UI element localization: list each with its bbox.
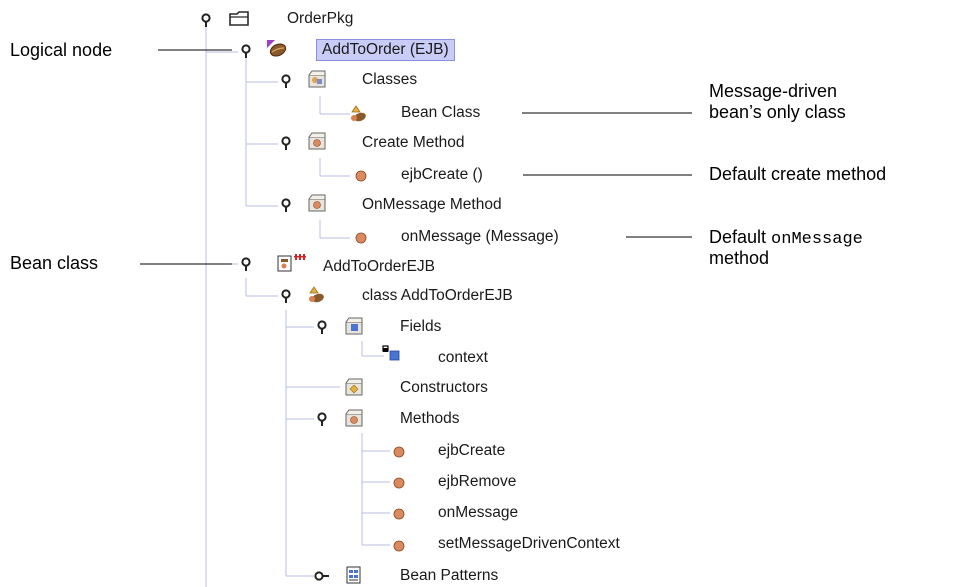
- callout-default-create: Default create method: [709, 164, 887, 184]
- tree-node-addtoorderejb[interactable]: AddToOrderEJB: [323, 258, 435, 275]
- callout-bean-class: Bean class: [10, 253, 99, 273]
- tree-node-class-addtoorderejb[interactable]: class AddToOrderEJB: [362, 287, 513, 304]
- collapse-toggle-icon[interactable]: [313, 569, 329, 583]
- method-folder-icon: [308, 194, 326, 212]
- expand-toggle-icon[interactable]: [279, 74, 293, 88]
- tree-node-bean-patterns[interactable]: Bean Patterns: [400, 567, 499, 584]
- method-dot-icon: [393, 446, 405, 458]
- method-dot-icon: [393, 477, 405, 489]
- callout-default-onmessage: Default onMessage: [709, 227, 863, 250]
- tree-node-fields[interactable]: Fields: [400, 318, 442, 335]
- method-dot-icon: [393, 508, 405, 520]
- java-source-icon: [277, 254, 306, 272]
- private-field-icon: [382, 345, 400, 361]
- method-folder-icon: [345, 409, 363, 427]
- method-dot-icon: [393, 540, 405, 552]
- tree-node-method-onmessage[interactable]: onMessage: [438, 504, 519, 521]
- tree-node-constructors[interactable]: Constructors: [400, 379, 488, 396]
- callout-mdb-line2: bean’s only class: [709, 102, 846, 122]
- fields-folder-icon: [345, 317, 363, 335]
- tree-node-create-method[interactable]: Create Method: [362, 134, 465, 151]
- method-folder-icon: [308, 132, 326, 150]
- expand-toggle-icon[interactable]: [239, 44, 253, 58]
- tree-node-method-setmessagedrivencontext[interactable]: setMessageDrivenContext: [438, 535, 620, 552]
- tree-node-orderpkg[interactable]: OrderPkg: [287, 10, 354, 27]
- tree-node-onmessage-default[interactable]: onMessage (Message): [401, 228, 559, 245]
- tree-node-onmessage-method[interactable]: OnMessage Method: [362, 196, 502, 213]
- tree-node-classes[interactable]: Classes: [362, 71, 418, 88]
- expand-toggle-icon[interactable]: [315, 412, 329, 426]
- bean-class-icon: [351, 105, 366, 122]
- callout-default-onmessage-prefix: Default: [709, 227, 772, 247]
- tree-node-context[interactable]: context: [438, 349, 488, 366]
- callout-default-onmessage-line2: method: [709, 248, 770, 268]
- expand-toggle-icon[interactable]: [239, 257, 253, 271]
- classes-folder-icon: [308, 70, 326, 88]
- expand-toggle-icon[interactable]: [279, 136, 293, 150]
- bean-class-icon: [309, 286, 324, 303]
- callout-logical-node: Logical node: [10, 40, 113, 60]
- callout-default-onmessage-code: onMessage: [771, 230, 863, 249]
- tree-node-ejbcreate-default[interactable]: ejbCreate (): [401, 166, 483, 183]
- expand-toggle-icon[interactable]: [199, 13, 213, 27]
- expand-toggle-icon[interactable]: [279, 289, 293, 303]
- tree-node-method-ejbcreate[interactable]: ejbCreate: [438, 442, 506, 459]
- tree-node-addtoorder-ejb[interactable]: AddToOrder (EJB): [316, 39, 455, 61]
- package-folder-icon: [229, 11, 249, 26]
- ejb-bean-icon: [267, 40, 287, 57]
- constructors-folder-icon: [345, 378, 363, 396]
- method-dot-icon: [355, 232, 367, 244]
- expand-toggle-icon[interactable]: [279, 198, 293, 212]
- method-dot-icon: [355, 170, 367, 182]
- callout-mdb-line1: Message-driven: [709, 81, 838, 101]
- expand-toggle-icon[interactable]: [315, 320, 329, 334]
- tree-node-methods[interactable]: Methods: [400, 410, 460, 427]
- tree-node-bean-class[interactable]: Bean Class: [401, 104, 481, 121]
- tree-node-method-ejbremove[interactable]: ejbRemove: [438, 473, 517, 490]
- bean-patterns-icon: [346, 566, 361, 584]
